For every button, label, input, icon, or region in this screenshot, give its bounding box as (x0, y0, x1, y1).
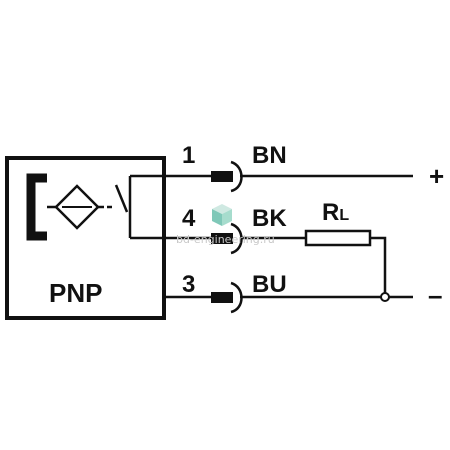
wire-color-code: BN (252, 142, 287, 169)
connector-plug (211, 233, 233, 244)
load-return-wire (370, 236, 387, 297)
load-label: RL (322, 199, 349, 226)
sensor-type-label: PNP (49, 278, 102, 308)
load-resistor: RL (304, 199, 387, 297)
pin-number: 4 (182, 205, 196, 232)
resistor-icon (304, 229, 372, 247)
terminal-symbol: + (429, 161, 444, 191)
pin-number: 3 (182, 271, 195, 298)
wire-color-code: BU (252, 271, 287, 298)
switch-contact-icon (114, 176, 132, 238)
wire-row-3: 3 BU – (182, 271, 442, 314)
watermark-logo-icon (212, 204, 232, 226)
inductive-proximity-sensor-icon (47, 184, 112, 230)
terminal-symbol: – (428, 280, 442, 310)
wire-row-1: 1 BN + (182, 142, 444, 193)
watermark-text: bd-engineering.ru (176, 233, 275, 246)
wire-row-4: 4 BK (182, 205, 306, 255)
pin-number: 1 (182, 142, 195, 169)
watermark: bd-engineering.ru (176, 204, 275, 246)
junction-node (380, 292, 390, 302)
sensing-face-icon (26, 173, 47, 241)
connector-plug (211, 171, 233, 182)
wire-color-code: BK (252, 205, 287, 232)
connector-plug (211, 292, 233, 303)
